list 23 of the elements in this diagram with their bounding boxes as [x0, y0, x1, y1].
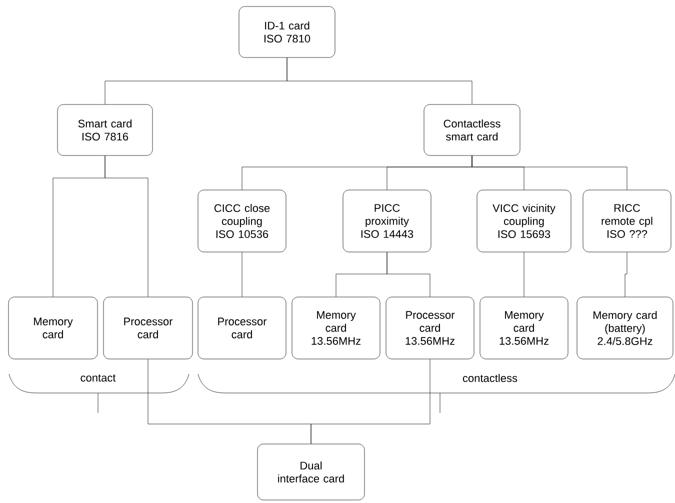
card-box: VICC vicinity coupling ISO 15693: [476, 190, 572, 252]
connector-line: [624, 252, 628, 297]
connector-line: [386, 252, 430, 297]
card-box: Processor card 13.56MHz: [386, 296, 474, 360]
card-box: PICC proximity ISO 14443: [342, 190, 432, 252]
card-box: Memory card: [8, 296, 98, 360]
card-box: Contactless smart card: [424, 104, 520, 156]
connector-line: [286, 58, 472, 104]
card-box: Memory card 13.56MHz: [292, 296, 380, 360]
connector-line: [104, 156, 148, 297]
card-box: RICC remote cpl ISO ???: [582, 190, 672, 252]
card-box: Memory card 13.56MHz: [480, 296, 568, 360]
card-box: CICC close coupling ISO 10536: [198, 190, 286, 252]
card-box: Processor card: [198, 296, 286, 360]
connector-line: [310, 359, 430, 444]
group-label: contact: [80, 374, 116, 382]
card-box: Processor card: [103, 296, 193, 360]
card-box: Memory card (battery) 2.4/5.8GHz: [576, 296, 674, 360]
card-box: Dual interface card: [257, 444, 365, 500]
card-box: Smart card ISO 7816: [57, 104, 153, 156]
connector-line: [472, 156, 628, 190]
card-box: ID-1 card ISO 7810: [238, 6, 336, 58]
group-label: contactless: [462, 374, 518, 382]
